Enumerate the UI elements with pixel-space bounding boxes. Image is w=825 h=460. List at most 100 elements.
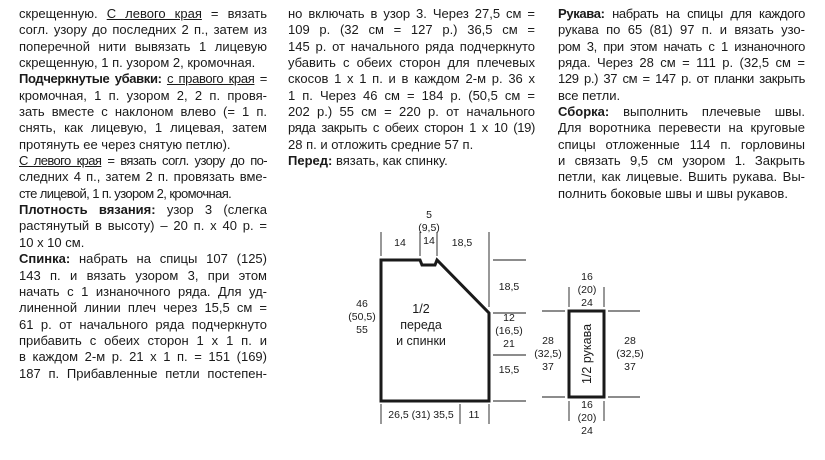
dimension-label: 46 <box>356 298 368 310</box>
dimension-label: (9,5) <box>418 222 440 234</box>
svg-text:14: 14 <box>394 237 406 249</box>
sleeve-dimensions: 16 (20) 24 28 (32,5) 37 28 (32,5) 37 16 … <box>534 271 643 437</box>
section-heading-gauge: Плотность вязания: узор 3 (слегка <box>19 202 268 218</box>
dimension-label: 28 <box>624 335 636 347</box>
svg-text:37: 37 <box>624 361 636 373</box>
dimension-label: 18,5 <box>499 281 520 293</box>
text-line: согл. узору до последних 2 п., затем из <box>19 22 267 38</box>
text-line: скосов 1 х 1 п. и в каждом 2-м р. 36 х <box>288 71 535 87</box>
text-line: кромочная, 1 п. узором 2, 2 п. провя- <box>19 87 267 103</box>
text-line: зать вместе с наклоном влево (= 1 п. <box>19 104 267 120</box>
text-line: растянутый в высоту) – 20 п. х 40 р. = <box>19 218 267 234</box>
svg-text:11: 11 <box>469 409 480 421</box>
text-line: 61 р. от начального ряда подчеркнуто <box>19 316 267 332</box>
svg-text:1/2: 1/2 <box>412 302 429 316</box>
text-line: 28 п. и отложить средние 57 п. <box>288 136 474 152</box>
dimension-label: 28 <box>542 335 554 347</box>
text-line: убавить с обеих сторон для плечевых <box>288 55 535 71</box>
dimension-label: (20) <box>578 412 597 424</box>
text-column-1: скрещенную. С левого края = вязать согл.… <box>19 6 268 382</box>
text-line: следних 4 п., затем 2 п. провязать вме- <box>19 169 267 185</box>
svg-text:12: 12 <box>503 312 515 324</box>
dimension-label: 16 <box>581 271 593 283</box>
section-heading-decreases: Подчеркнутые убавки: с правого края = <box>19 71 268 87</box>
text-line: ряда. Через 28 см = 111 р. (32,5 см = <box>558 55 805 71</box>
svg-text:14: 14 <box>423 235 435 247</box>
section-heading-assembly: Сборка: выполнить плечевые швы. <box>558 104 805 120</box>
svg-text:28: 28 <box>624 335 636 347</box>
dimension-label: 18,5 <box>452 237 473 249</box>
text-line: Для воротника перевести на круговые <box>558 120 805 136</box>
dimension-label: 37 <box>624 361 636 373</box>
svg-text:21: 21 <box>503 338 515 350</box>
text-line: 202 р.) 55 см = 220 р. от начального <box>288 104 535 120</box>
svg-text:5: 5 <box>426 209 432 221</box>
text-line: начать с 1 изнаночного ряда. Для уд- <box>19 283 267 299</box>
text-line: скрещенную. С левого края = вязать <box>19 6 267 21</box>
text-line: С левого края = вязать согл. узору до по… <box>19 153 268 169</box>
text-line: прибавить с обеих сторон 1 х 1 п. и <box>19 332 267 348</box>
dimension-label: (50,5) <box>348 311 375 323</box>
section-heading-sleeves: Рукава: набрать на спицы для каждого <box>558 6 805 21</box>
text-column-2: но включать в узор 3. Через 27,5 см = 10… <box>288 6 535 169</box>
dimension-label: 15,5 <box>499 364 520 376</box>
sleeve-diagram <box>542 287 640 421</box>
svg-text:и спинки: и спинки <box>396 334 446 348</box>
section-heading-front: Перед: вязать, как спинку. <box>288 153 448 169</box>
svg-text:16: 16 <box>581 271 593 283</box>
svg-text:переда: переда <box>400 318 442 332</box>
svg-text:18,5: 18,5 <box>499 281 520 293</box>
svg-text:46: 46 <box>356 298 368 310</box>
text-line: 1 п. Через 46 см = 184 р. (50,5 см = <box>288 87 535 103</box>
text-line: и связать 9,5 см узором 1. Закрыть <box>558 153 805 169</box>
dimension-label: (16,5) <box>495 325 522 337</box>
text-line: рукава по 65 (81) 97 п. и вязать узо- <box>558 22 805 38</box>
svg-text:24: 24 <box>581 297 593 309</box>
text-line: ряда закрыть с обеих сторон 1 х 10 (19) <box>288 120 535 136</box>
svg-text:(50,5): (50,5) <box>348 311 375 323</box>
dimension-label: 24 <box>581 297 593 309</box>
svg-text:(20): (20) <box>578 412 597 424</box>
text-line: 143 п. и вязать узором 3, при этом <box>19 267 267 283</box>
svg-text:37: 37 <box>542 361 554 373</box>
dimension-label: 14 <box>423 235 435 247</box>
svg-text:(32,5): (32,5) <box>534 348 561 360</box>
dimension-label: 14 <box>394 237 406 249</box>
dimension-label: (32,5) <box>534 348 561 360</box>
svg-text:26,5 (31) 35,5: 26,5 (31) 35,5 <box>388 409 454 421</box>
piece-label: переда <box>400 318 442 332</box>
dimension-label: 26,5 (31) 35,5 <box>388 409 454 421</box>
text-line: но включать в узор 3. Через 27,5 см = <box>288 6 535 21</box>
text-line: в каждом 2-м р. 21 х 1 п. = 151 (169) <box>19 349 267 365</box>
dimension-label: (32,5) <box>616 348 643 360</box>
piece-label: 1/2 <box>412 302 429 316</box>
text-line: петли, как лицевые. Вшить рукава. Вы- <box>558 169 805 185</box>
sleeve-piece-label: 1/2 рукава <box>580 324 594 384</box>
dimension-label: 16 <box>581 399 593 411</box>
text-line: поперечной нити вывязать 1 лицевую <box>19 38 267 54</box>
svg-text:15,5: 15,5 <box>499 364 520 376</box>
svg-text:(9,5): (9,5) <box>418 222 440 234</box>
dimension-label: (20) <box>578 284 597 296</box>
svg-text:(16,5): (16,5) <box>495 325 522 337</box>
text-line: ром 3, при этом начать с 1 изнаночного <box>558 38 805 54</box>
svg-text:55: 55 <box>356 324 368 336</box>
svg-text:(32,5): (32,5) <box>616 348 643 360</box>
text-line: полнить боковые швы и швы рукавов. <box>558 185 788 201</box>
text-line: все петли. <box>558 87 621 103</box>
front-back-piece-outline <box>379 257 491 403</box>
text-line: линенной линии плеч через 15,5 см = <box>19 300 267 316</box>
svg-text:(20): (20) <box>578 284 597 296</box>
sleeve-piece-outline <box>567 309 606 399</box>
section-heading-back: Спинка: набрать на спицы 107 (125) <box>19 251 267 267</box>
text-line: 109 р. (32 см = 127 р.) 36,5 см = <box>288 22 535 38</box>
text-column-3: Рукава: набрать на спицы для каждого рук… <box>558 6 805 202</box>
dimension-label: 55 <box>356 324 368 336</box>
svg-text:16: 16 <box>581 399 593 411</box>
svg-text:24: 24 <box>581 425 593 437</box>
dimension-label: 12 <box>503 312 515 324</box>
text-line: 145 р. от начального ряда подчеркнуто <box>288 38 535 54</box>
piece-label: и спинки <box>396 334 446 348</box>
body-piece-label: 1/2 переда и спинки <box>396 302 446 348</box>
